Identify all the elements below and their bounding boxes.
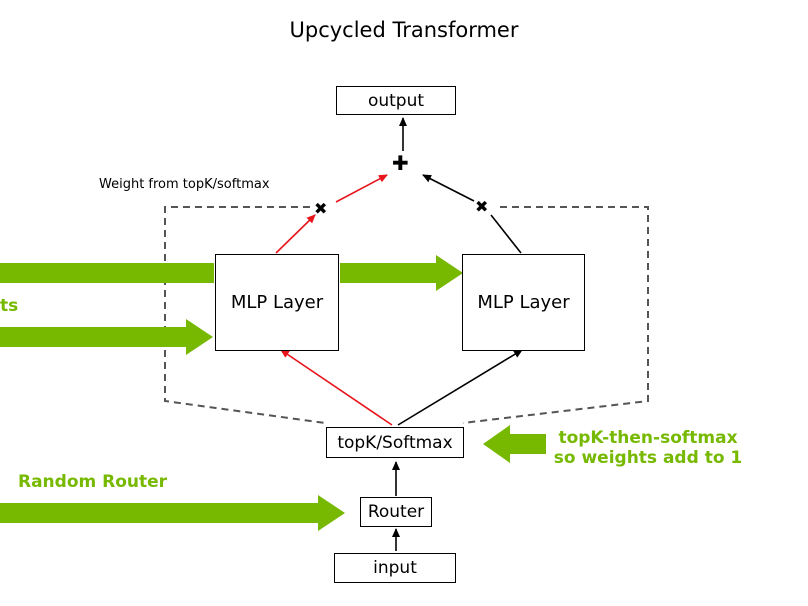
red-arrow-topk-to-left-mlp — [280, 349, 393, 426]
red-arrow-left-mlp-to-multiply — [275, 214, 316, 254]
green-arrow-top — [0, 263, 214, 283]
green-arrow-topk-note — [483, 425, 546, 463]
input-box: input — [334, 553, 456, 583]
multiply-icon-left: ✖ — [314, 199, 328, 218]
topk-softmax-box: topK/Softmax — [326, 427, 464, 458]
topk-note-line1: topK-then-softmax — [558, 428, 738, 448]
arrow-right-mlp-to-multiply — [490, 214, 522, 254]
arrow-topk-to-right-mlp — [397, 349, 523, 426]
mlp-layer-left: MLP Layer — [215, 254, 339, 351]
arrow-right-multiply-to-plus — [422, 174, 475, 202]
green-arrow-middle — [0, 319, 213, 355]
random-router-label: Random Router — [18, 472, 168, 492]
mlp-layer-right: MLP Layer — [462, 254, 585, 351]
weight-note: Weight from topK/softmax — [99, 177, 270, 192]
expert-region-outline — [164, 206, 326, 424]
green-arrow-router — [0, 495, 345, 531]
green-arrow-between-mlp — [340, 255, 463, 291]
diagram-title: Upcycled Transformer — [289, 18, 519, 42]
red-arrow-multiply-to-plus — [335, 174, 388, 203]
topk-note-line2: so weights add to 1 — [553, 448, 743, 468]
partial-left-label: ts — [0, 296, 19, 316]
expert-region-outline-right — [462, 206, 649, 424]
output-box: output — [336, 86, 456, 115]
router-box: Router — [360, 497, 432, 527]
multiply-icon-right: ✖ — [475, 197, 489, 216]
topk-then-softmax-note: topK-then-softmax so weights add to 1 — [548, 428, 748, 468]
plus-icon: ✚ — [392, 151, 409, 175]
